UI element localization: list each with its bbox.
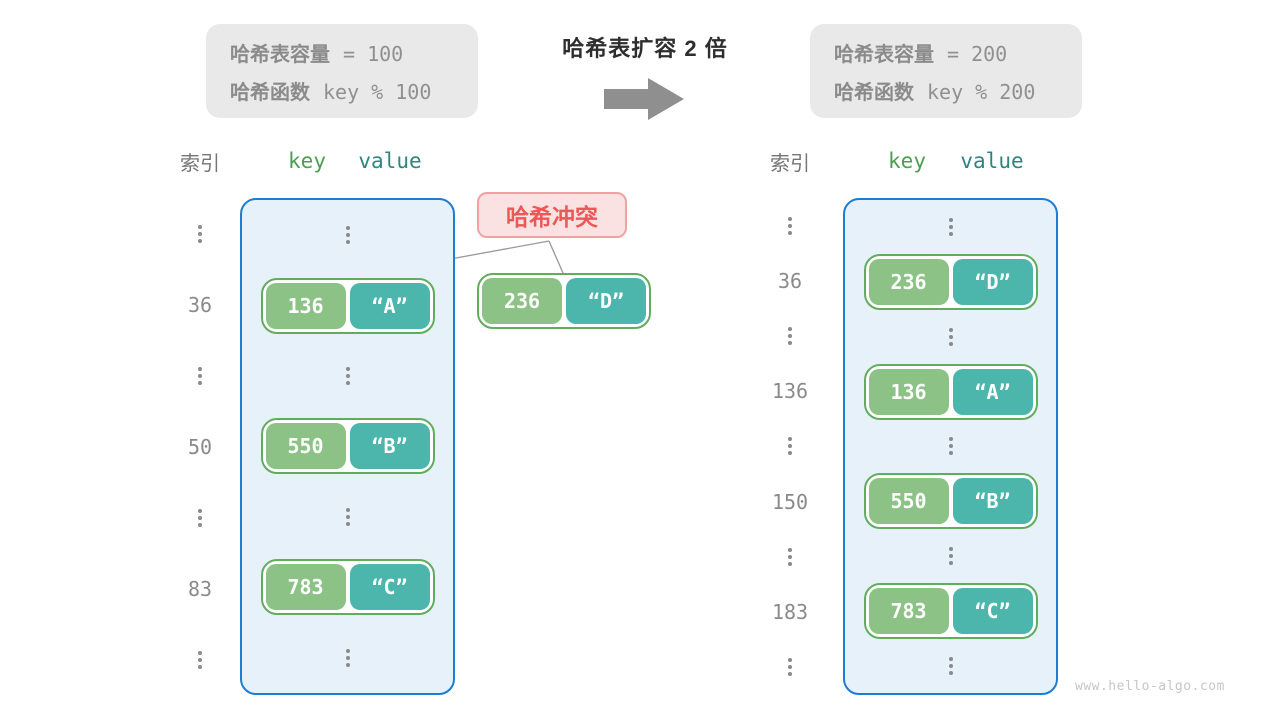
key-cell: 783: [868, 588, 949, 635]
kv-pair: 550 “B”: [260, 418, 435, 475]
key-cell: 236: [868, 258, 949, 305]
value-cell: “C”: [349, 564, 430, 611]
hash-table-after: 236 “D” 136 “A” 550 “B” 783 “C”: [843, 198, 1058, 695]
capacity-label: 哈希表容量: [230, 43, 330, 66]
value-cell: “A”: [952, 368, 1033, 415]
value-cell: “D”: [566, 278, 646, 324]
value-cell: “D”: [952, 258, 1033, 305]
index-label: 36: [777, 268, 803, 293]
ellipsis-icon: [948, 437, 953, 456]
right-index-column: 36 136 150 183: [760, 198, 820, 695]
capacity-value: = 200: [947, 41, 1008, 66]
left-value-header: value: [358, 149, 422, 173]
ellipsis-icon: [788, 216, 792, 235]
hash-function-value: key % 200: [927, 79, 1036, 104]
left-index-column: 36 50 83: [170, 198, 230, 695]
right-key-header: key: [888, 149, 926, 173]
kv-pair: 236 “D”: [477, 273, 651, 329]
index-label: 150: [771, 489, 809, 514]
kv-pair: 136 “A”: [863, 363, 1038, 420]
ellipsis-icon: [788, 437, 792, 456]
hash-function-label: 哈希函数: [834, 81, 914, 104]
hash-function-label: 哈希函数: [230, 81, 310, 104]
transition-title: 哈希表扩容 2 倍: [562, 36, 728, 61]
ellipsis-icon: [345, 648, 350, 667]
key-cell: 236: [482, 278, 562, 324]
capacity-line: 哈希表容量 = 100: [230, 38, 478, 67]
ellipsis-icon: [948, 657, 953, 676]
ellipsis-icon: [788, 658, 792, 677]
ellipsis-icon: [948, 547, 953, 566]
left-index-header: 索引: [180, 152, 220, 175]
kv-pair: 783 “C”: [260, 559, 435, 616]
ellipsis-icon: [345, 507, 350, 526]
hash-collision-label: 哈希冲突: [477, 192, 627, 238]
key-cell: 550: [265, 423, 346, 470]
kv-pair: 783 “C”: [863, 583, 1038, 640]
external-pair-wrap: 236 “D”: [477, 273, 651, 329]
capacity-value: = 100: [343, 41, 404, 66]
right-value-header: value: [960, 149, 1024, 173]
ellipsis-icon: [788, 327, 792, 346]
capacity-label: 哈希表容量: [834, 43, 934, 66]
ellipsis-icon: [948, 327, 953, 346]
ellipsis-icon: [788, 547, 792, 566]
info-box-before: 哈希表容量 = 100 哈希函数 key % 100: [206, 24, 478, 118]
value-cell: “B”: [952, 478, 1033, 525]
capacity-line: 哈希表容量 = 200: [834, 38, 1082, 67]
info-box-after: 哈希表容量 = 200 哈希函数 key % 200: [810, 24, 1082, 118]
ellipsis-icon: [198, 224, 202, 243]
ellipsis-icon: [198, 508, 202, 527]
value-cell: “B”: [349, 423, 430, 470]
watermark: www.hello-algo.com: [1075, 679, 1225, 694]
hash-table-before: 136 “A” 550 “B” 783 “C”: [240, 198, 455, 695]
index-label: 183: [771, 600, 809, 625]
kv-pair: 236 “D”: [863, 253, 1038, 310]
ellipsis-icon: [198, 650, 202, 669]
value-cell: “A”: [349, 282, 430, 329]
key-cell: 783: [265, 564, 346, 611]
ellipsis-icon: [198, 366, 202, 385]
kv-pair: 136 “A”: [260, 277, 435, 334]
index-label: 50: [187, 434, 213, 459]
ellipsis-icon: [345, 367, 350, 386]
key-cell: 550: [868, 478, 949, 525]
value-cell: “C”: [952, 588, 1033, 635]
right-arrow-icon: [604, 78, 684, 120]
hash-function-line: 哈希函数 key % 200: [834, 76, 1082, 105]
index-label: 136: [771, 379, 809, 404]
hash-function-value: key % 100: [323, 79, 432, 104]
key-cell: 136: [265, 282, 346, 329]
key-cell: 136: [868, 368, 949, 415]
left-key-header: key: [288, 149, 326, 173]
ellipsis-icon: [948, 217, 953, 236]
hash-function-line: 哈希函数 key % 100: [230, 76, 478, 105]
index-label: 36: [187, 292, 213, 317]
index-label: 83: [187, 576, 213, 601]
right-index-header: 索引: [770, 152, 810, 175]
ellipsis-icon: [345, 226, 350, 245]
kv-pair: 550 “B”: [863, 473, 1038, 530]
